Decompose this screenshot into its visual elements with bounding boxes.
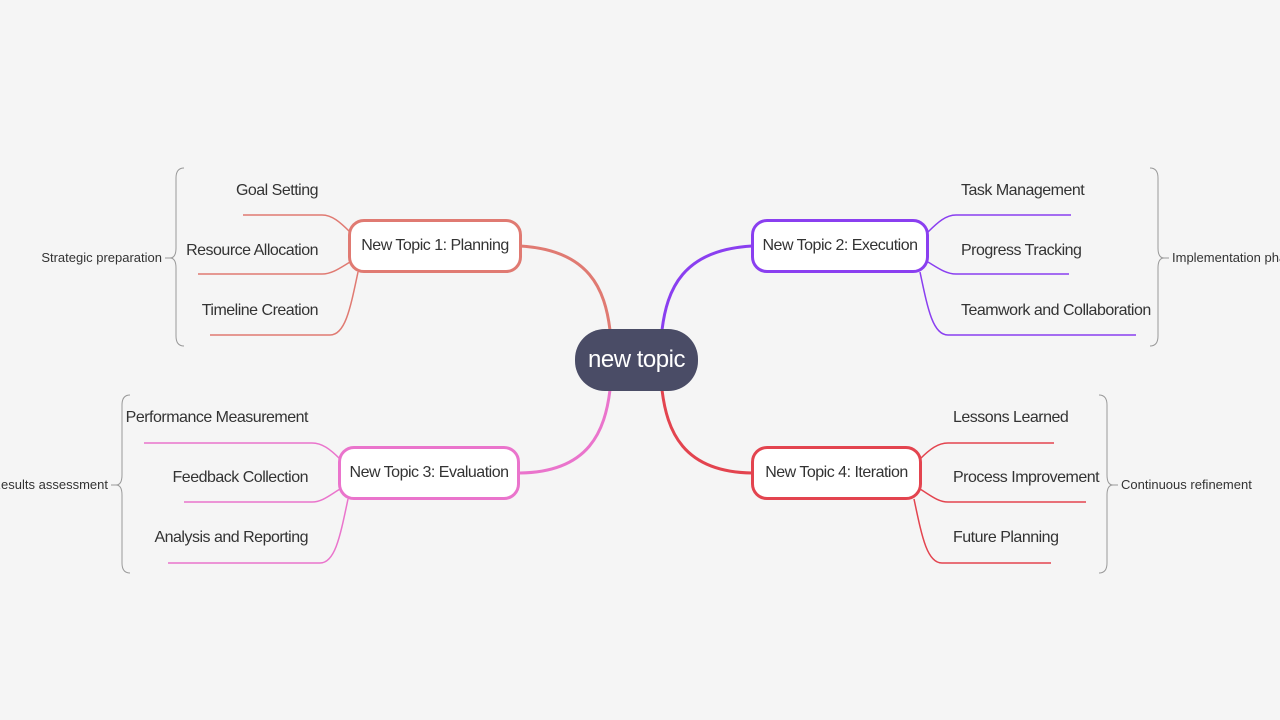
connector-topic-2-sub-1: [927, 214, 1071, 233]
connector-topic-4-sub-2: [919, 488, 1086, 503]
topic-1[interactable]: New Topic 1: Planning: [348, 219, 522, 273]
summary-continuous-refinement[interactable]: Continuous refinement: [1121, 477, 1252, 492]
root-topic-label: new topic: [588, 346, 685, 373]
connector-topic-3-sub-3: [168, 498, 349, 564]
summary-results-assessment[interactable]: Results assessment: [0, 477, 108, 492]
subtopic-future-planning[interactable]: Future Planning: [953, 529, 1059, 546]
topic-3[interactable]: New Topic 3: Evaluation: [338, 446, 520, 500]
summary-implementation-phase[interactable]: Implementation phas: [1172, 250, 1280, 265]
connector-topic-3-sub-1: [144, 442, 341, 460]
topic-4-label: New Topic 4: Iteration: [765, 464, 908, 481]
connector-topic-2-sub-2: [927, 261, 1069, 275]
topic-3-label: New Topic 3: Evaluation: [349, 464, 509, 481]
connector-topic-1-sub-3: [210, 271, 359, 336]
subtopic-task-management[interactable]: Task Management: [961, 182, 1085, 199]
subtopic-performance-measurement[interactable]: Performance Measurement: [125, 409, 309, 426]
subtopic-progress-tracking[interactable]: Progress Tracking: [961, 242, 1082, 259]
summary-bracket-topic-1: [169, 167, 185, 347]
connector-topic-1-sub-2: [198, 261, 351, 275]
topic-4[interactable]: New Topic 4: Iteration: [751, 446, 922, 500]
connector-topic-3-sub-2: [184, 488, 341, 503]
connector-root-topic-4: [660, 389, 753, 475]
connector-root-topic-2: [660, 244, 753, 331]
topic-1-label: New Topic 1: Planning: [361, 237, 509, 254]
subtopic-process-improvement[interactable]: Process Improvement: [953, 469, 1100, 486]
summary-bracket-topic-2: [1149, 167, 1165, 347]
summary-strategic-preparation[interactable]: Strategic preparation: [41, 250, 162, 265]
subtopic-analysis-and-reporting[interactable]: Analysis and Reporting: [154, 529, 308, 546]
connector-root-topic-1: [519, 244, 612, 331]
topic-2-label: New Topic 2: Execution: [762, 237, 918, 254]
subtopic-goal-setting[interactable]: Goal Setting: [235, 182, 319, 199]
connector-topic-4-sub-3: [913, 498, 1051, 564]
connector-topic-2-sub-3: [919, 271, 1136, 336]
connector-topic-4-sub-1: [919, 442, 1054, 460]
subtopic-resource-allocation[interactable]: Resource Allocation: [186, 242, 318, 259]
subtopic-feedback-collection[interactable]: Feedback Collection: [172, 469, 309, 486]
subtopic-lessons-learned[interactable]: Lessons Learned: [953, 409, 1069, 426]
summary-bracket-topic-4: [1098, 394, 1114, 574]
subtopic-teamwork-and-collaboration[interactable]: Teamwork and Collaboration: [961, 302, 1151, 319]
connector-root-topic-3: [519, 389, 612, 475]
root-topic[interactable]: new topic: [575, 329, 698, 391]
connector-topic-1-sub-1: [243, 214, 351, 233]
subtopic-timeline-creation[interactable]: Timeline Creation: [201, 302, 319, 319]
topic-2[interactable]: New Topic 2: Execution: [751, 219, 929, 273]
